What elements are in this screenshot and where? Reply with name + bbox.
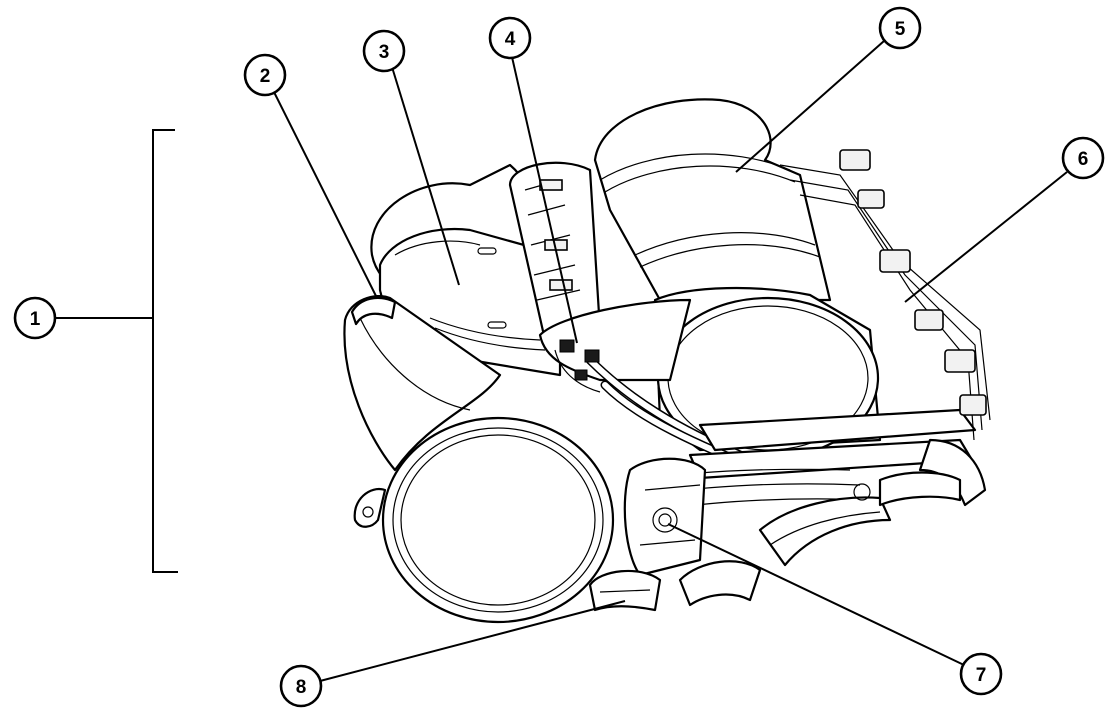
outlet-ring xyxy=(353,416,615,624)
callout-1: 1 xyxy=(13,296,57,340)
callout-2-label: 2 xyxy=(260,66,271,87)
callout-1-label: 1 xyxy=(30,309,41,330)
callout-4-label: 4 xyxy=(505,29,516,50)
leader-2 xyxy=(273,91,377,297)
sensor-harness xyxy=(779,149,991,507)
leader-lines xyxy=(273,40,1068,682)
vertical-tube xyxy=(508,161,692,382)
junction-cluster xyxy=(623,457,707,577)
leader-3 xyxy=(391,66,460,286)
hose-bundle xyxy=(585,355,977,511)
canister-5 xyxy=(593,98,832,302)
leader-6 xyxy=(904,171,1068,303)
callout-7-label: 7 xyxy=(976,665,987,686)
callout-7: 7 xyxy=(959,652,1003,696)
bottom-flange xyxy=(588,569,662,612)
leader-5 xyxy=(735,40,885,173)
assembly-illustration xyxy=(343,98,991,624)
callout-6-label: 6 xyxy=(1078,149,1089,170)
callout-3-label: 3 xyxy=(379,42,390,63)
callout-4: 4 xyxy=(488,16,532,60)
leader-4 xyxy=(511,56,578,344)
leader-7 xyxy=(667,523,965,666)
leader-8 xyxy=(319,600,626,682)
callout-8: 8 xyxy=(279,664,323,708)
sensor-connector xyxy=(554,339,601,393)
assembly-bracket xyxy=(55,129,178,573)
callout-6: 6 xyxy=(1061,136,1105,180)
front-right-drum xyxy=(653,286,882,460)
callout-3: 3 xyxy=(362,29,406,73)
inlet-cone xyxy=(343,294,502,472)
callout-8-label: 8 xyxy=(296,677,307,698)
lower-elbow-pipe xyxy=(678,471,962,607)
callout-5: 5 xyxy=(878,6,922,50)
callout-5-label: 5 xyxy=(895,19,906,40)
callout-2: 2 xyxy=(243,53,287,97)
